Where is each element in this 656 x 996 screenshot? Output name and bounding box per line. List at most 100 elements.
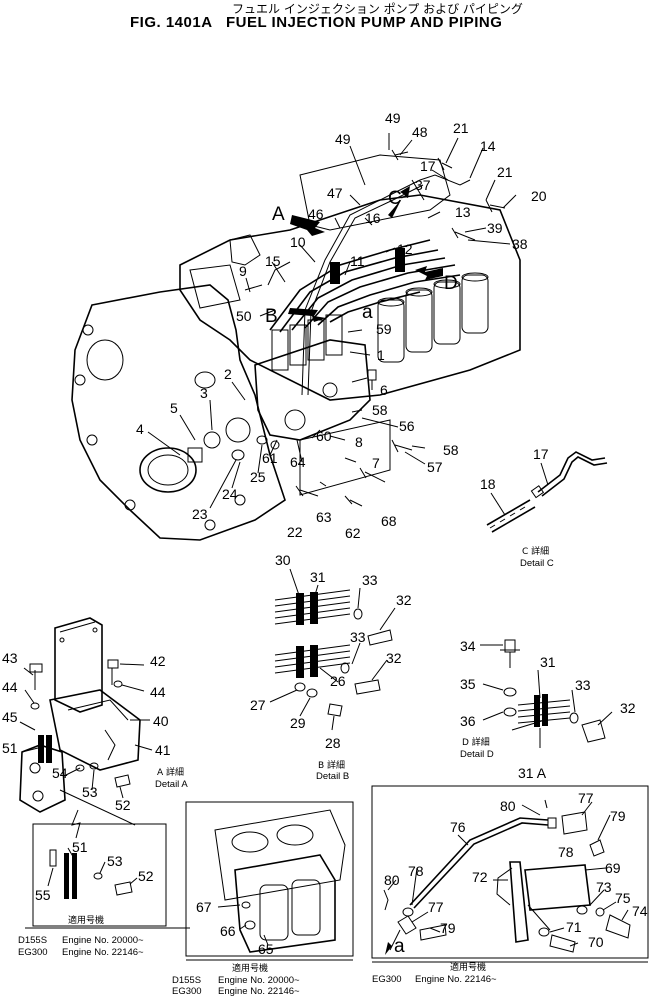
callout: 62: [345, 525, 361, 541]
callout: 75: [615, 890, 631, 906]
detail-d: 34 31 35 33 36 32 31 A D 詳細 Detail D: [460, 638, 636, 781]
detail-d-caption-jp: D 詳細: [462, 736, 490, 748]
callout: 47: [327, 185, 343, 201]
callout: 49: [385, 110, 401, 126]
callout: 13: [455, 204, 471, 220]
applicability-box-2: 67 66 65 適用号機 D155S Engine No. 20000~ EG…: [172, 801, 354, 996]
callout: 76: [450, 819, 466, 835]
injection-pipes: [269, 174, 471, 396]
callout: 71: [566, 919, 582, 935]
callout: 63: [316, 509, 332, 525]
applicability-box-1: 51 53 52 55 適用号機 D155S Engine No. 20000~…: [18, 823, 190, 958]
main-callouts: 49 48 21 14 17 21 20 49 37 47 13 A 46 16…: [136, 110, 547, 541]
engine-illustration: [71, 133, 521, 541]
callout: 51: [72, 839, 88, 855]
callout: 74: [632, 903, 648, 919]
callout: 17: [420, 158, 436, 174]
callout: 80: [384, 872, 400, 888]
callout: 49: [335, 131, 351, 147]
callout: 58: [443, 442, 459, 458]
callout: 20: [531, 188, 547, 204]
callout: 42: [150, 653, 166, 669]
callout: 78: [558, 844, 574, 860]
callout: 77: [428, 899, 444, 915]
callout: 73: [596, 879, 612, 895]
callout: 18: [480, 476, 496, 492]
callout: 65: [258, 941, 274, 957]
callout: 45: [2, 709, 18, 725]
callout: 35: [460, 676, 476, 692]
callout: 16: [365, 210, 381, 226]
callout: 72: [472, 869, 488, 885]
callout: 33: [575, 677, 591, 693]
callout: 32: [386, 650, 402, 666]
detail-a: 43 42 44 44 45 40 51 41 54 53 52 A 詳細 De…: [2, 617, 188, 839]
callout: 66: [220, 923, 236, 939]
callout: 68: [381, 513, 397, 529]
box1-model-1: D155S: [18, 935, 47, 946]
detail-letter-b: B: [265, 306, 278, 327]
callout: 31: [540, 654, 556, 670]
box2-model-2: EG300: [172, 986, 202, 996]
callout: 31 A: [518, 765, 547, 781]
box1-model-2: EG300: [18, 947, 48, 958]
callout: 8: [355, 434, 363, 450]
callout: 27: [250, 697, 266, 713]
callout: 37: [415, 177, 431, 193]
detail-letter-a-small: a: [362, 302, 373, 323]
callout: 21: [497, 164, 513, 180]
callout: 52: [115, 797, 131, 813]
callout: 34: [460, 638, 476, 654]
callout: 64: [290, 454, 306, 470]
box1-serial-2: Engine No. 22146~: [62, 947, 144, 958]
figure-number: FIG. 1401A: [130, 14, 212, 31]
callout: 40: [153, 713, 169, 729]
callout: 10: [290, 234, 306, 250]
callout: 11: [350, 253, 365, 269]
callout: 17: [533, 446, 549, 462]
callout: 50: [236, 308, 252, 324]
leader-lines: [147, 133, 517, 509]
callout: 53: [107, 853, 123, 869]
callout: 39: [487, 220, 503, 236]
callout: 79: [610, 808, 626, 824]
callout: 44: [150, 684, 166, 700]
callout: 70: [588, 934, 604, 950]
detail-a-caption-jp: A 詳細: [157, 766, 184, 778]
callout: 59: [376, 321, 392, 337]
callout: 33: [362, 572, 378, 588]
callout: 38: [512, 236, 528, 252]
callout: 25: [250, 469, 266, 485]
callout: 33: [350, 629, 366, 645]
detail-d-caption-en: Detail D: [460, 749, 494, 760]
callout: 21: [453, 120, 469, 136]
detail-letter-a: A: [272, 204, 285, 225]
detail-b-caption-jp: B 詳細: [318, 759, 345, 771]
callout: 69: [605, 860, 621, 876]
callout: 32: [396, 592, 412, 608]
callout: 79: [440, 920, 456, 936]
detail-b-caption-en: Detail B: [316, 771, 349, 782]
callout: 3: [200, 385, 208, 401]
callout: 5: [170, 400, 178, 416]
detail-a-caption-en: Detail A: [155, 779, 188, 790]
callout: 28: [325, 735, 341, 751]
detail-letter-a-box3: a: [394, 936, 405, 957]
callout: 15: [265, 253, 281, 269]
detail-c-caption-en: Detail C: [520, 558, 554, 569]
callout: 60: [316, 428, 332, 444]
callout: 44: [2, 679, 18, 695]
callout: 1: [377, 347, 385, 363]
callout: 32: [620, 700, 636, 716]
box2-serial-1: Engine No. 20000~: [218, 975, 300, 986]
callout: 77: [578, 790, 594, 806]
callout: 78: [408, 863, 424, 879]
detail-c: 17 18 C 詳細 Detail C: [480, 446, 608, 569]
callout: 54: [52, 765, 68, 781]
callout: 4: [136, 421, 144, 437]
box2-serial-2: Engine No. 22146~: [218, 986, 300, 996]
callout: 12: [397, 241, 413, 257]
callout: 22: [287, 524, 303, 540]
callout: 23: [192, 506, 208, 522]
